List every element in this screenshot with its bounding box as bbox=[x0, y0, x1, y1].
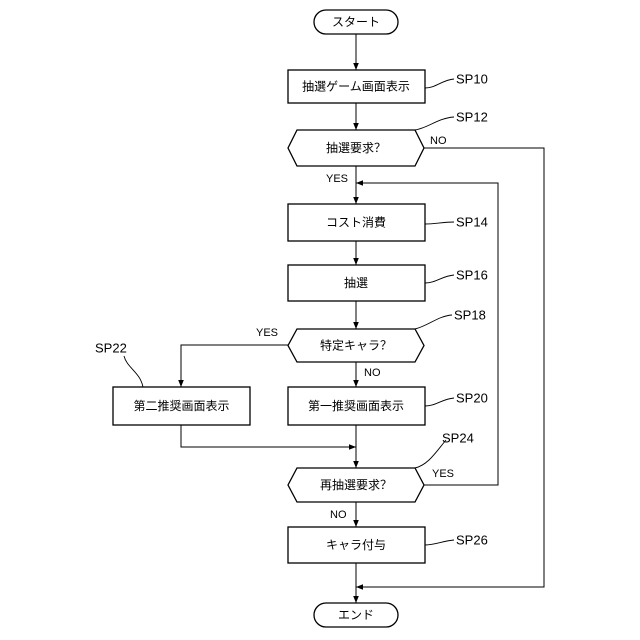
step-sp22-id: SP22 bbox=[95, 341, 127, 356]
step-sp14-label: コスト消費 bbox=[326, 215, 386, 230]
step-sp10-id: SP10 bbox=[456, 72, 488, 87]
decision-sp24-id: SP24 bbox=[442, 431, 474, 446]
sp18-yes-label: YES bbox=[256, 327, 278, 339]
arrow-sp22-to-sp24 bbox=[181, 425, 356, 447]
step-sp14-id: SP14 bbox=[456, 215, 488, 230]
step-sp16-leader bbox=[425, 275, 454, 283]
decision-sp18-leader bbox=[415, 315, 452, 329]
sp24-yes-label: YES bbox=[432, 468, 454, 480]
step-sp26-label: キャラ付与 bbox=[326, 538, 386, 552]
step-sp14-leader bbox=[425, 222, 454, 224]
sp12-no-label: NO bbox=[430, 135, 447, 147]
sp24-no-label: NO bbox=[330, 509, 347, 521]
sp18-no-label: NO bbox=[364, 367, 381, 379]
step-sp22-leader bbox=[124, 356, 143, 387]
decision-sp18-id: SP18 bbox=[454, 308, 486, 323]
start-label: スタート bbox=[332, 15, 380, 29]
step-sp20-id: SP20 bbox=[456, 391, 488, 406]
decision-sp12-id: SP12 bbox=[456, 110, 488, 125]
step-sp16-label: 抽選 bbox=[344, 276, 368, 290]
step-sp26-id: SP26 bbox=[456, 533, 488, 548]
sp12-yes-label: YES bbox=[326, 173, 348, 185]
end-label: エンド bbox=[338, 608, 374, 622]
step-sp10-label: 抽選ゲーム画面表示 bbox=[302, 80, 410, 94]
step-sp20-label: 第一推奨画面表示 bbox=[308, 399, 404, 413]
decision-sp24-label: 再抽選要求？ bbox=[320, 478, 392, 492]
connectors bbox=[181, 34, 544, 603]
step-sp22-label: 第二推奨画面表示 bbox=[133, 399, 229, 413]
decision-sp18-label: 特定キャラ？ bbox=[320, 338, 392, 353]
decision-sp12-leader bbox=[415, 117, 454, 130]
step-sp26-leader bbox=[425, 540, 454, 545]
decision-sp12-label: 抽選要求？ bbox=[326, 141, 386, 155]
step-sp10-leader bbox=[425, 79, 454, 88]
arrow-sp18-yes-to-sp22 bbox=[181, 345, 288, 387]
step-sp20-leader bbox=[425, 398, 454, 406]
step-sp16-id: SP16 bbox=[456, 268, 488, 283]
